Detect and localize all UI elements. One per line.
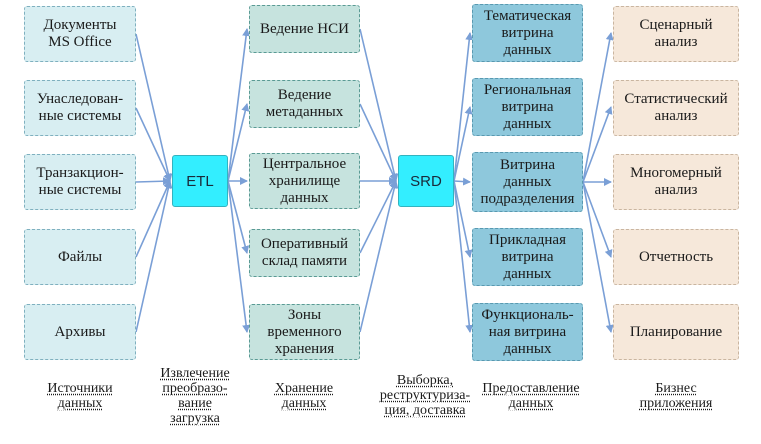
mart-box-regional: Региональная витрина данных	[472, 78, 583, 136]
mart-box-functional: Функциональ- ная витрина данных	[472, 303, 583, 361]
column-label-provision: Предоставление данных	[482, 381, 580, 411]
flow-arrow	[227, 180, 251, 333]
storage-label: Центральное хранилище данных	[262, 155, 347, 206]
column-label-etl: Извлечение преобразо- вание загрузка	[160, 366, 230, 426]
source-label: Транзакцион- ные системы	[36, 165, 124, 198]
source-box-files: Файлы	[24, 229, 136, 285]
flow-arrow	[453, 106, 473, 182]
flow-arrow	[582, 181, 614, 333]
flow-arrow	[582, 32, 614, 183]
storage-label: Ведение метаданных	[265, 87, 344, 120]
flow-arrow	[135, 33, 173, 182]
etl-hub: ETL	[172, 155, 228, 207]
mart-label: Функциональ- ная витрина данных	[481, 306, 574, 357]
app-box-multidimensional: Многомерный анализ	[613, 154, 739, 210]
flow-arrow	[227, 28, 251, 182]
flow-arrow	[453, 32, 474, 182]
flow-arrow	[582, 106, 613, 183]
source-label: Унаследован- ные системы	[36, 91, 124, 124]
app-box-scenario: Сценарный анализ	[613, 6, 739, 62]
app-box-statistical: Статистический анализ	[613, 80, 739, 136]
column-label-delivery: Выборка, реструктуриза- ция, доставка	[379, 373, 471, 418]
mart-label: Прикладная витрина данных	[488, 231, 566, 282]
flow-arrow	[227, 180, 250, 254]
storage-label: Ведение НСИ	[260, 20, 349, 37]
storage-box-ods: Оперативный склад памяти	[249, 229, 360, 277]
column-label-storage: Хранение данных	[274, 381, 334, 411]
source-box-archives: Архивы	[24, 304, 136, 360]
source-box-legacy: Унаследован- ные системы	[24, 80, 136, 136]
storage-box-staging: Зоны временного хранения	[249, 304, 360, 360]
app-label: Многомерный анализ	[630, 165, 722, 198]
storage-box-central-dwh: Центральное хранилище данных	[249, 153, 360, 209]
storage-label: Зоны временного хранения	[267, 306, 342, 357]
mart-box-department: Витрина данных подразделения	[472, 152, 583, 212]
mart-label: Тематическая витрина данных	[483, 7, 572, 58]
flow-arrow	[359, 103, 397, 182]
mart-label: Витрина данных подразделения	[480, 156, 575, 207]
flow-arrow	[453, 177, 471, 186]
source-box-ms-office: Документы MS Office	[24, 6, 136, 62]
app-label: Статистический анализ	[624, 91, 728, 124]
etl-label: ETL	[186, 172, 214, 190]
flow-arrow	[135, 180, 173, 333]
column-label-business-apps: Бизнес приложения	[639, 381, 713, 411]
storage-box-nsi: Ведение НСИ	[249, 5, 360, 53]
column-label-sources: Источники данных	[47, 381, 113, 411]
flow-arrow	[227, 103, 250, 182]
flow-arrow	[359, 28, 399, 182]
app-label: Отчетность	[638, 248, 714, 265]
storage-label: Оперативный склад памяти	[260, 236, 349, 269]
flow-arrow	[359, 180, 397, 254]
flow-arrow	[135, 177, 171, 186]
flow-arrow	[453, 180, 473, 258]
storage-box-metadata: Ведение метаданных	[249, 80, 360, 128]
source-label: Документы MS Office	[43, 17, 117, 50]
app-box-planning: Планирование	[613, 304, 739, 360]
flow-arrow	[453, 180, 474, 333]
flow-arrow	[135, 180, 171, 258]
mart-box-applied: Прикладная витрина данных	[472, 228, 583, 286]
mart-box-thematic: Тематическая витрина данных	[472, 4, 583, 62]
app-box-reporting: Отчетность	[613, 229, 739, 285]
app-label: Сценарный анализ	[639, 17, 713, 50]
srd-hub: SRD	[398, 155, 454, 207]
source-box-transactional: Транзакцион- ные системы	[24, 154, 136, 210]
flow-arrow	[582, 181, 613, 258]
flow-arrow	[359, 180, 399, 333]
source-label: Архивы	[54, 323, 106, 340]
app-label: Планирование	[629, 323, 723, 340]
srd-label: SRD	[410, 172, 442, 190]
mart-label: Региональная витрина данных	[483, 81, 572, 132]
source-label: Файлы	[57, 248, 103, 265]
flow-arrow	[135, 107, 171, 182]
